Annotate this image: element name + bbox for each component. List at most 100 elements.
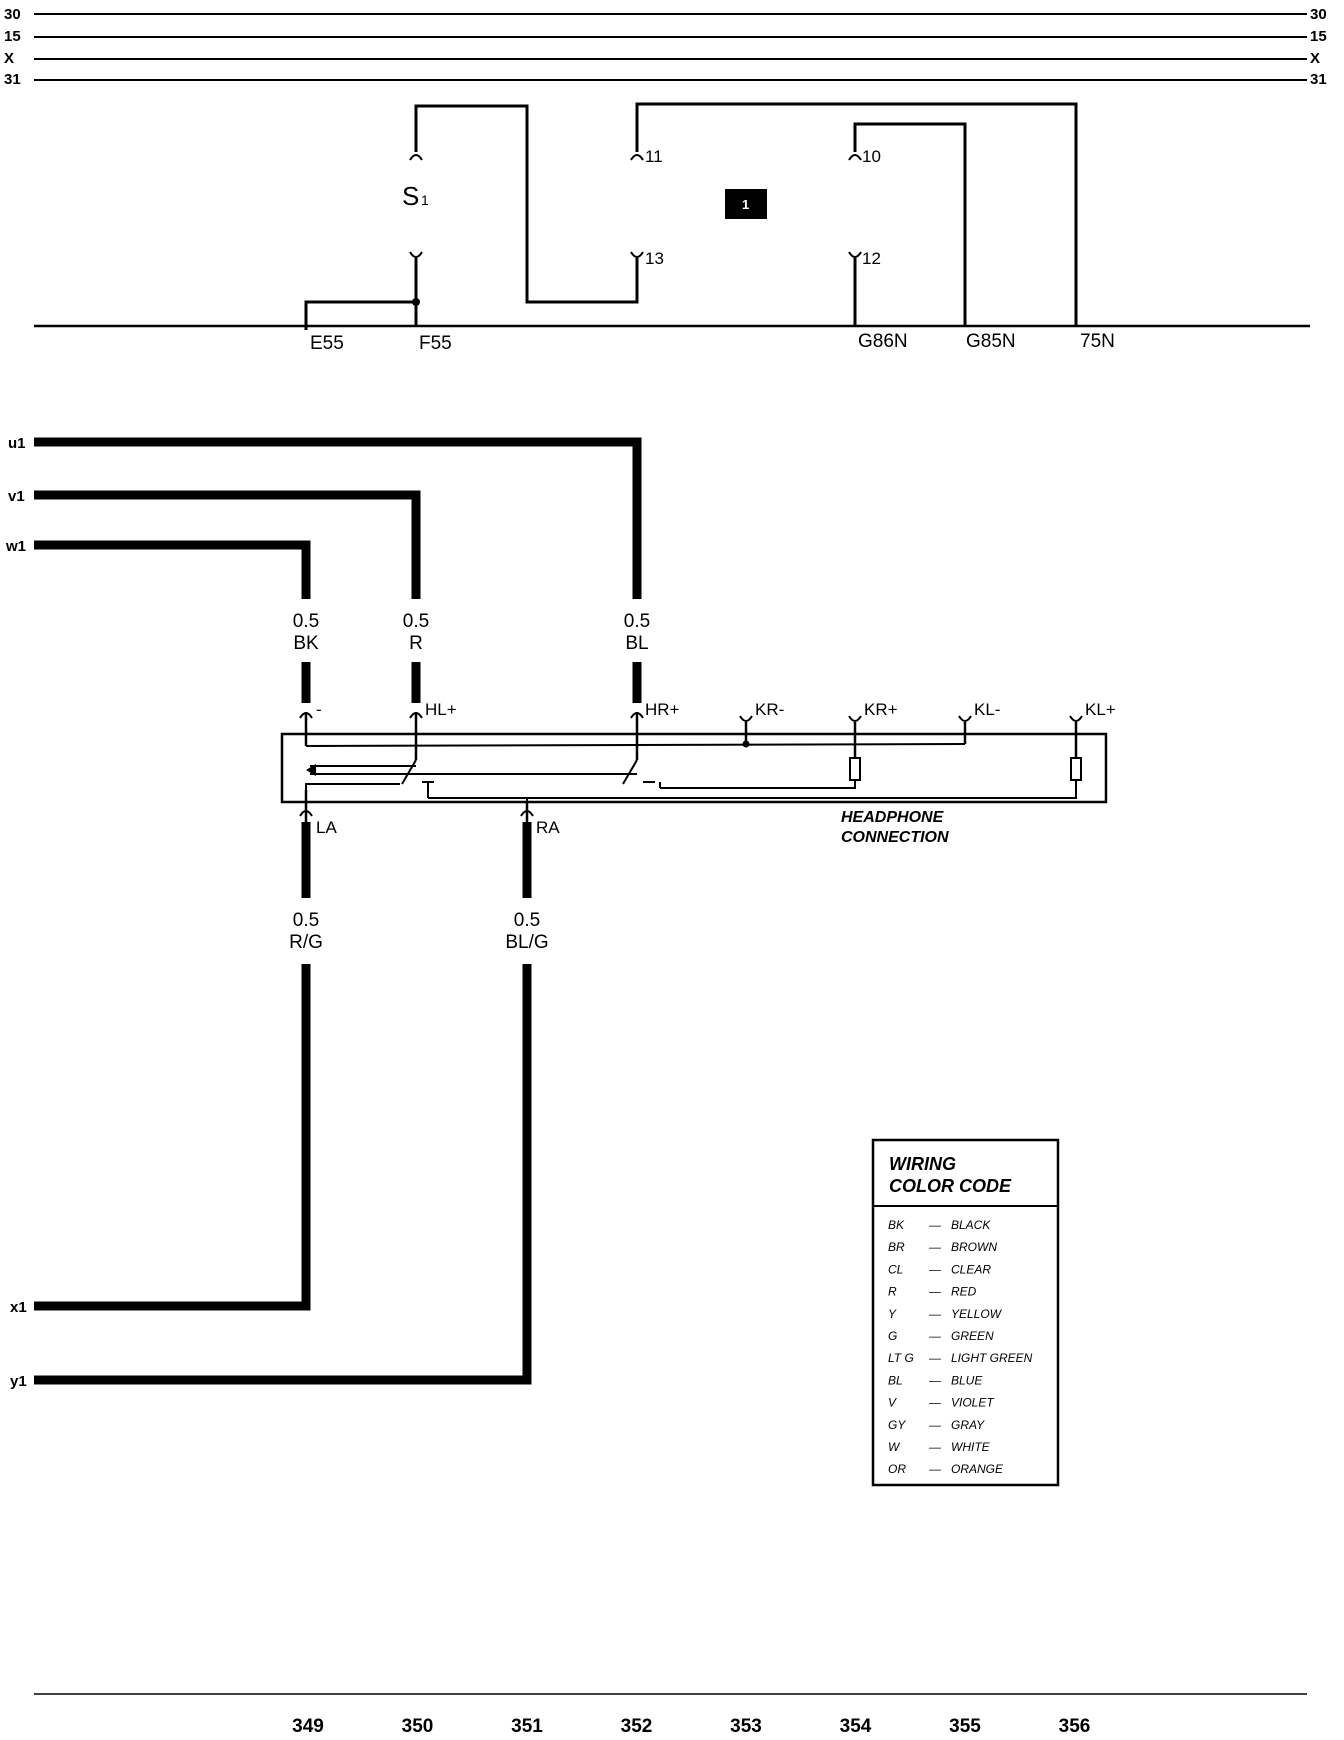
bottom-reference-number: 355 — [949, 1716, 981, 1737]
rail-label-right: 15 — [1310, 28, 1327, 45]
wire-end-label: x1 — [10, 1299, 27, 1316]
wire-color-label: BK — [293, 633, 319, 654]
legend-dash: — — [928, 1329, 942, 1343]
headphone-title: CONNECTION — [841, 829, 949, 846]
wire-size-label: 0.5 — [624, 611, 650, 632]
relay-pin-label: 11 — [645, 147, 663, 166]
legend-dash: — — [928, 1351, 942, 1365]
connector-symbols-top — [409, 154, 862, 258]
legend-code: G — [888, 1329, 897, 1343]
connector-symbol — [630, 154, 644, 161]
legend-name: GREEN — [951, 1329, 994, 1343]
wiring-color-legend: WIRING COLOR CODE BK—BLACKBR—BROWNCL—CLE… — [871, 1138, 1060, 1487]
terminal-label: F55 — [419, 333, 452, 354]
connector-symbol — [409, 712, 423, 719]
bottom-reference-number: 353 — [730, 1716, 762, 1737]
legend-dash: — — [928, 1373, 942, 1387]
legend-code: LT G — [888, 1351, 914, 1365]
rail-label-right: 30 — [1310, 6, 1327, 23]
terminal-labels: E55 F55 G86N G85N 75N — [310, 331, 1115, 354]
connector-symbol — [520, 810, 534, 817]
connector-symbol — [630, 251, 644, 258]
wire-end-label: v1 — [8, 488, 25, 505]
headphone-pin-label: KR+ — [864, 700, 898, 719]
resistor-kl — [1070, 757, 1082, 781]
headphone-title: HEADPHONE — [841, 809, 945, 826]
rail-label-left: X — [4, 50, 14, 67]
power-rails — [34, 13, 1307, 81]
wire-v1 — [34, 490, 421, 599]
legend-items: BK—BLACKBR—BROWNCL—CLEARR—REDY—YELLOWG—G… — [888, 1218, 1033, 1476]
legend-code: W — [888, 1440, 901, 1454]
connector-symbol — [1069, 715, 1083, 722]
headphone-pin-label: HR+ — [645, 700, 680, 719]
connector-symbol — [299, 810, 313, 817]
wire-y1 — [34, 964, 532, 1385]
headphone-pin-stubs — [304, 712, 1078, 822]
bottom-reference-number: 349 — [292, 1716, 324, 1737]
rail-labels-right: 30 15 X 31 — [1310, 6, 1327, 88]
connector-symbol — [299, 712, 313, 719]
rail-label-right: X — [1310, 50, 1320, 67]
connector-symbol — [958, 715, 972, 722]
legend-dash: — — [928, 1418, 942, 1432]
legend-dash: — — [928, 1462, 942, 1476]
legend-code: BR — [888, 1240, 905, 1254]
wire-end-label: u1 — [8, 435, 26, 452]
headphone-housing — [280, 732, 1108, 804]
switch-label: S — [402, 181, 419, 211]
headphone-connection — [280, 712, 1108, 822]
arrow-head — [306, 764, 316, 776]
top-circuit — [34, 102, 1310, 330]
bottom-reference-number: 351 — [511, 1716, 543, 1737]
connector-symbol — [739, 715, 753, 722]
rail-labels-left: 30 15 X 31 — [4, 6, 21, 88]
connector-symbol — [630, 712, 644, 719]
legend-code: Y — [888, 1307, 897, 1321]
junction-dot — [412, 298, 420, 306]
legend-dash: — — [928, 1218, 942, 1232]
legend-code: BL — [888, 1373, 903, 1387]
bottom-reference-number: 356 — [1059, 1716, 1091, 1737]
wire-size-label: 0.5 — [514, 910, 540, 931]
connector-symbol — [848, 715, 862, 722]
wire-color-label: BL — [625, 633, 648, 654]
legend-name: BLUE — [951, 1373, 983, 1387]
e55-wire — [304, 300, 416, 330]
switch-contact-hl — [401, 759, 417, 785]
relay-pin-label: 12 — [862, 249, 881, 268]
legend-title: COLOR CODE — [889, 1176, 1012, 1196]
legend-code: GY — [888, 1418, 906, 1432]
relay-badge-number: 1 — [742, 197, 749, 212]
legend-name: WHITE — [951, 1440, 991, 1454]
headphone-inner-wiring — [305, 743, 1077, 802]
relay-pin-label: 10 — [862, 147, 881, 166]
resistor-kr — [849, 757, 861, 781]
headphone-pin-label: LA — [316, 818, 337, 837]
wire-spec-labels: 0.5 BK 0.5 R 0.5 BL 0.5 R/G 0.5 BL/G — [289, 611, 650, 953]
legend-dash: — — [928, 1262, 942, 1276]
connector-symbol — [409, 251, 423, 258]
legend-name: ORANGE — [951, 1462, 1004, 1476]
relay-badge — [725, 189, 767, 219]
headphone-pin-label: - — [316, 700, 322, 719]
rail-label-left: 15 — [4, 28, 21, 45]
rail-label-left: 30 — [4, 6, 21, 23]
wire-size-label: 0.5 — [403, 611, 429, 632]
pin11-wire — [635, 102, 1078, 326]
inner-ground — [305, 743, 966, 747]
wire-color-label: R — [409, 633, 423, 654]
legend-code: OR — [888, 1462, 906, 1476]
wire-end-labels: u1 v1 w1 x1 y1 — [5, 435, 27, 1390]
inner-left-return — [305, 783, 400, 790]
headphone-pin-label: KL+ — [1085, 700, 1116, 719]
terminal-label: G85N — [966, 331, 1016, 352]
terminal-label: 75N — [1080, 331, 1115, 352]
terminal-label: G86N — [858, 331, 908, 352]
switch-sub-label: 1 — [421, 192, 429, 208]
junction-dot — [742, 740, 750, 748]
legend-code: R — [888, 1285, 897, 1299]
headphone-pin-label: RA — [536, 818, 560, 837]
legend-name: GRAY — [951, 1418, 985, 1432]
